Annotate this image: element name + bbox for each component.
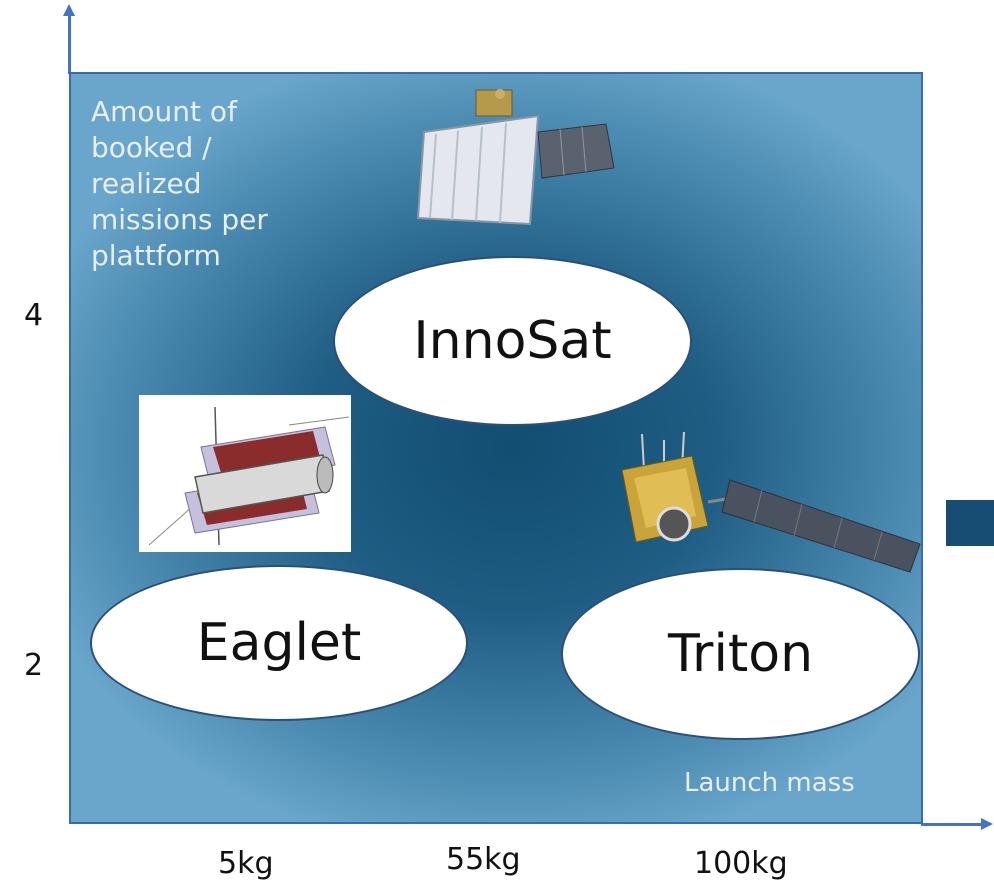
x-axis-line bbox=[921, 823, 983, 826]
platform-innosat-label: InnoSat bbox=[413, 311, 612, 371]
platform-innosat: InnoSat bbox=[333, 256, 692, 426]
x-axis-label: Launch mass bbox=[684, 768, 855, 798]
platform-triton: Triton bbox=[561, 568, 920, 740]
x-tick-100kg: 100kg bbox=[694, 846, 788, 881]
y-axis-arrow-icon bbox=[63, 4, 75, 16]
x-tick-55kg: 55kg bbox=[446, 842, 521, 877]
platform-eaglet: Eaglet bbox=[90, 565, 468, 721]
platform-eaglet-label: Eaglet bbox=[196, 613, 362, 673]
x-tick-5kg: 5kg bbox=[218, 846, 274, 881]
edge-square-shape bbox=[946, 500, 994, 546]
y-tick-2: 2 bbox=[24, 648, 44, 683]
y-axis-line bbox=[68, 12, 71, 74]
triton-satellite-icon bbox=[621, 431, 921, 573]
eaglet-satellite-icon bbox=[139, 395, 351, 552]
platform-triton-label: Triton bbox=[667, 624, 814, 684]
y-axis-label: Amount of booked / realized missions per… bbox=[91, 95, 268, 272]
y-tick-4: 4 bbox=[24, 298, 44, 333]
innosat-satellite-icon bbox=[416, 89, 615, 226]
x-axis-arrow-icon bbox=[981, 818, 993, 830]
